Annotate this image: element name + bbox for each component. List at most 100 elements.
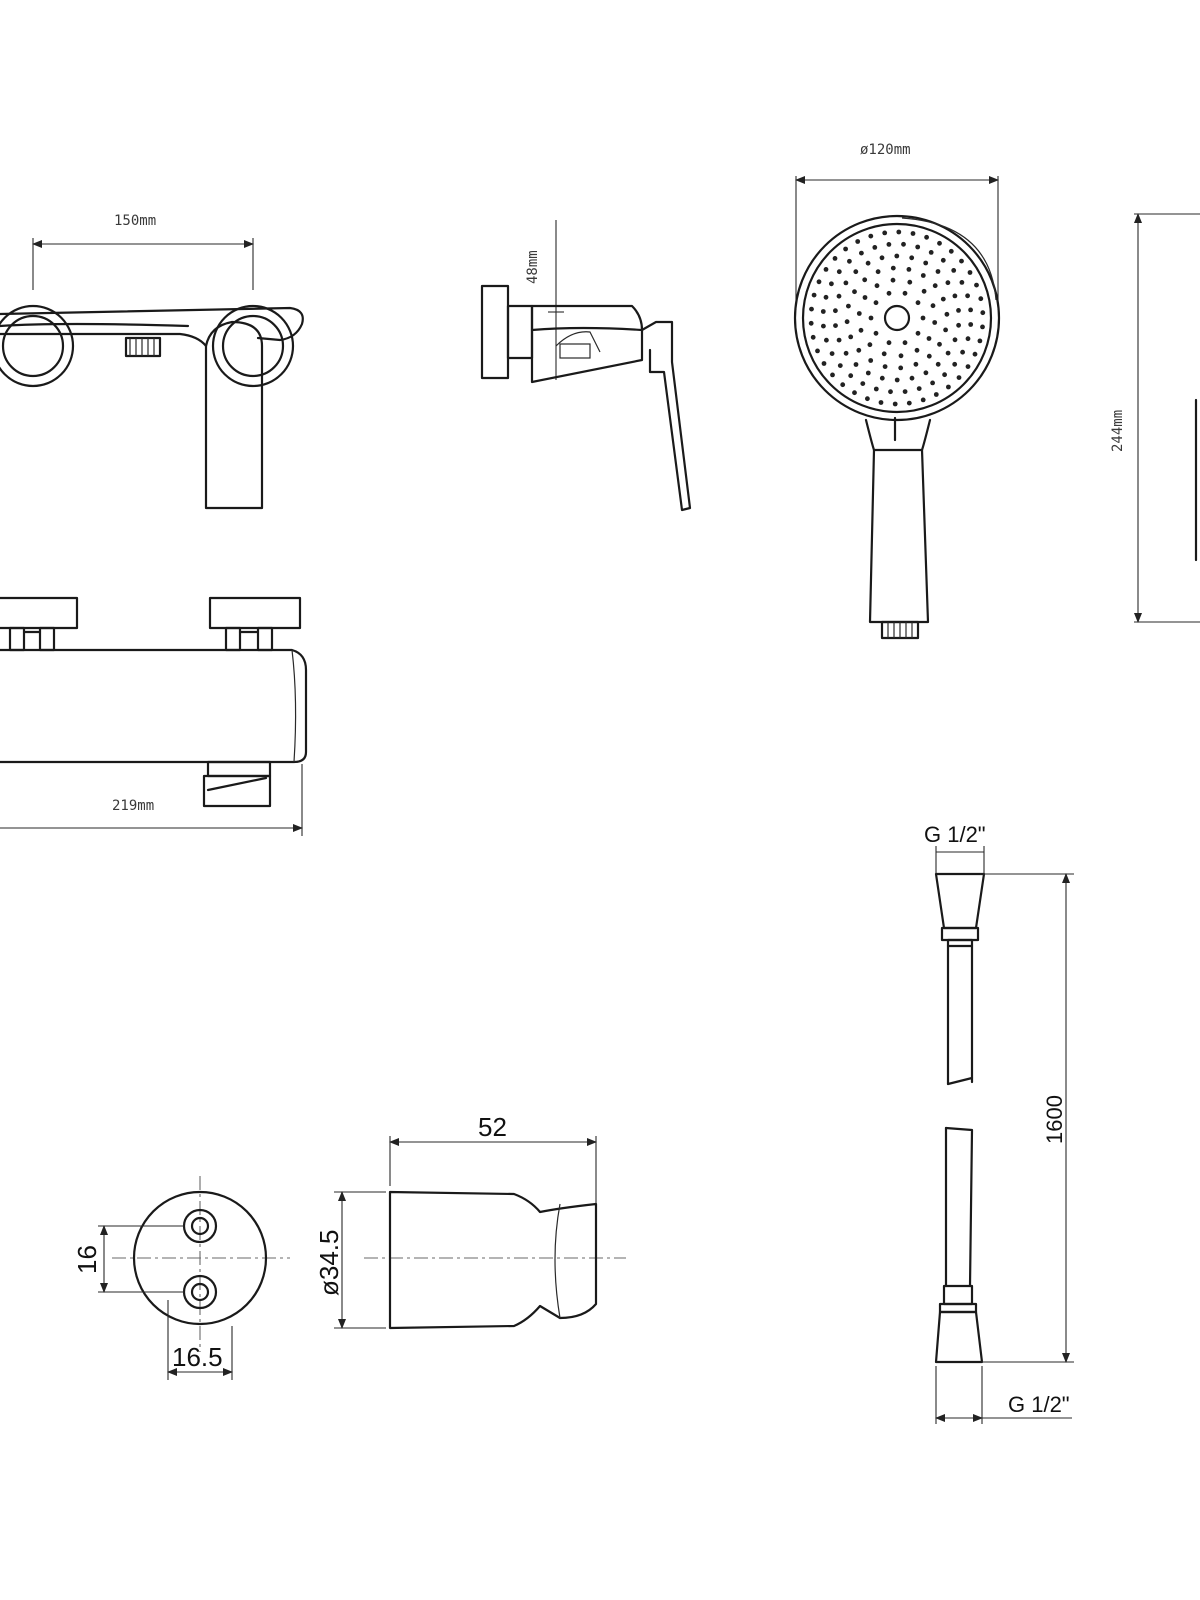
nozzle-dot [821, 361, 827, 366]
nozzle-dot [888, 389, 893, 395]
nozzle-dot [930, 303, 936, 309]
nozzle-dot [965, 336, 971, 342]
nozzle-dot [894, 253, 900, 259]
nozzle-dot [920, 273, 926, 278]
nozzle-dot [920, 397, 926, 403]
nozzle-dot [952, 293, 958, 299]
dim-34-5: ø34.5 [314, 1230, 344, 1297]
nozzle-dot [977, 338, 983, 344]
nozzle-dot [913, 361, 919, 367]
nozzle-dot [809, 306, 814, 312]
nozzle-dot [846, 303, 851, 309]
nozzle-dot [965, 293, 970, 299]
nozzle-dot [926, 336, 932, 341]
nozzle-dot [823, 267, 829, 272]
nozzle-dot [873, 386, 879, 392]
nozzle-dot [886, 340, 892, 346]
nozzle-dot [865, 260, 871, 266]
dim-52: 52 [478, 1112, 507, 1142]
nozzle-dot [960, 349, 965, 355]
nozzle-dot [837, 363, 843, 368]
nozzle-dot [959, 258, 964, 264]
nozzle-dot [943, 327, 948, 333]
nozzle-dot [853, 269, 859, 275]
nozzle-dot [956, 322, 961, 328]
nozzle-dot [868, 233, 874, 239]
nozzle-dot [980, 324, 985, 330]
nozzle-dot [872, 245, 878, 250]
nozzle-dot [921, 288, 927, 294]
nozzle-dot [935, 269, 941, 274]
nozzle-dot [906, 400, 912, 406]
nozzle-dot [974, 282, 979, 288]
nozzle-dot [868, 315, 874, 321]
nozzle-dot [879, 375, 885, 381]
nozzle-dot [898, 353, 904, 359]
nozzle-dot [902, 389, 908, 394]
nozzle-dot [902, 290, 908, 296]
nozzle-dot [909, 375, 915, 381]
nozzle-dot [821, 323, 826, 329]
nozzle-dot [920, 315, 926, 321]
nozzle-dot [956, 308, 961, 313]
nozzle-dot [898, 365, 904, 371]
nozzle-dot [926, 353, 932, 359]
nozzle-dot [852, 390, 857, 396]
nozzle-dot [858, 327, 864, 333]
nozzle-dot [865, 370, 871, 376]
nozzle-dot [865, 396, 870, 402]
hand-shower: ø120mm [793, 142, 1001, 640]
nozzle-dot [844, 319, 850, 325]
nozzle-dot [848, 373, 854, 379]
nozzle-pattern [808, 229, 986, 407]
nozzle-dot [836, 293, 842, 299]
nozzle-dot [810, 334, 816, 340]
nozzle-dot [916, 386, 922, 391]
nozzle-dot [967, 270, 973, 275]
nozzle-dot [909, 255, 915, 261]
nozzle-dot [820, 309, 826, 314]
nozzle-dot [815, 348, 820, 354]
nozzle-dot [942, 372, 947, 378]
nozzle-dot [873, 300, 879, 306]
mixer-front-view: 219mm [0, 596, 308, 836]
nozzle-dot [855, 239, 861, 244]
nozzle-dot [836, 337, 842, 343]
nozzle-dot [862, 295, 868, 300]
dim-16: 16 [72, 1245, 102, 1274]
nozzle-dot [859, 250, 864, 256]
nozzle-dot [945, 280, 951, 286]
nozzle-dot [856, 347, 862, 353]
nozzle-dot [862, 277, 868, 283]
dim-244mm: 244mm [1110, 410, 1126, 452]
nozzle-dot [892, 401, 898, 407]
dim-120mm: ø120mm [860, 142, 911, 158]
nozzle-dot [935, 361, 941, 367]
nozzle-dot [968, 307, 973, 313]
nozzle-dot [956, 375, 962, 380]
mixer-side-view: 48mm [480, 220, 692, 512]
nozzle-dot [890, 277, 896, 283]
nozzle-dot [923, 370, 929, 376]
nozzle-dot [878, 400, 884, 405]
nozzle-dot [910, 231, 916, 236]
nozzle-dot [932, 320, 938, 325]
nozzle-dot [914, 347, 920, 353]
nozzle-dot [972, 351, 978, 357]
nozzle-dot [836, 269, 842, 275]
nozzle-dot [896, 229, 902, 235]
nozzle-dot [923, 260, 929, 266]
nozzle-dot [901, 241, 906, 247]
nozzle-dot [833, 323, 838, 328]
nozzle-dot [860, 381, 866, 386]
nozzle-dot [824, 337, 829, 343]
nozzle-dot [843, 280, 849, 286]
nozzle-dot [948, 248, 954, 254]
nozzle-dot [932, 283, 938, 289]
nozzle-dot [894, 377, 900, 383]
nozzle-dot [856, 311, 862, 316]
nozzle-dot [906, 267, 912, 272]
nozzle-dot [808, 320, 814, 326]
nozzle-dot [852, 289, 857, 295]
nozzle-dot [843, 246, 848, 252]
